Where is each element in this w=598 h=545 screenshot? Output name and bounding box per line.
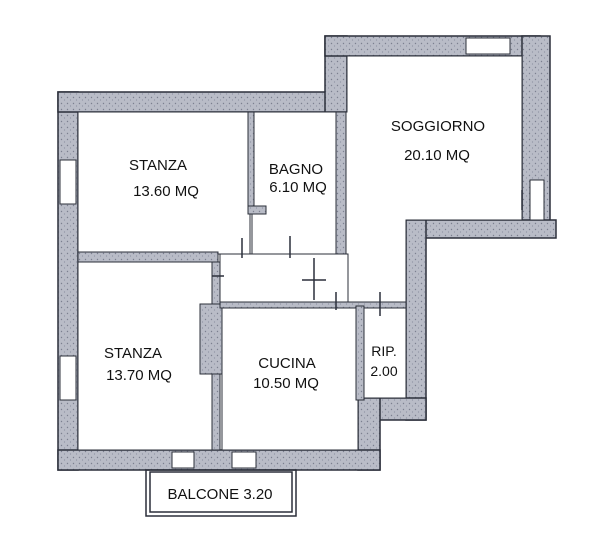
wall-rip-left (355, 305, 365, 401)
wall-stanza2-jog (199, 303, 223, 375)
wall-right-lower (405, 219, 427, 421)
label-stanza2-name: STANZA (104, 345, 162, 362)
floor-soggiorno (337, 55, 523, 306)
room-labels: STANZA 13.60 MQ BAGNO 6.10 MQ SOGGIORNO … (104, 118, 485, 503)
label-bagno-area: 6.10 MQ (269, 179, 327, 196)
label-stanza1-area: 13.60 MQ (133, 183, 199, 200)
openings (59, 37, 545, 469)
floor-ripostiglio (363, 305, 407, 399)
wall-soggiorno-bottom (405, 219, 557, 239)
label-stanza1-name: STANZA (129, 157, 187, 174)
label-cucina-name: CUCINA (258, 355, 316, 372)
door-ticks (212, 190, 523, 316)
balcony-outline (145, 469, 297, 517)
wall-cucina-top (219, 301, 407, 309)
wall-stanza1-bottom (77, 251, 219, 263)
window-stanza1 (59, 159, 77, 205)
label-rip-area: 2.00 (370, 363, 397, 379)
label-soggiorno-name: SOGGIORNO (391, 118, 485, 135)
window-soggiorno-top (465, 37, 511, 55)
door-balcony-left (171, 451, 195, 469)
floors (77, 55, 523, 451)
wall-top-left (57, 91, 349, 113)
window-soggiorno-right (529, 179, 545, 221)
balcony (145, 469, 297, 517)
partition-walls (77, 111, 407, 451)
floor-hall (219, 253, 349, 305)
floor-cucina (221, 305, 359, 451)
wall-stanza1-bagno (247, 111, 255, 211)
wall-bagno-right (335, 111, 347, 255)
window-stanza2 (59, 355, 77, 401)
wall-bagno-notch (247, 205, 267, 215)
wall-left (57, 91, 79, 471)
wall-bottom (57, 449, 381, 471)
label-rip-name: RIP. (371, 343, 396, 359)
floor-stanza1 (77, 111, 251, 255)
label-bagno-name: BAGNO (269, 161, 323, 178)
label-cucina-area: 10.50 MQ (253, 375, 319, 392)
balcony-inner (149, 471, 293, 513)
label-soggiorno-area: 20.10 MQ (404, 147, 470, 164)
label-stanza2-area: 13.70 MQ (106, 367, 172, 384)
door-balcony-right (231, 451, 257, 469)
label-balcone: BALCONE 3.20 (167, 486, 272, 503)
